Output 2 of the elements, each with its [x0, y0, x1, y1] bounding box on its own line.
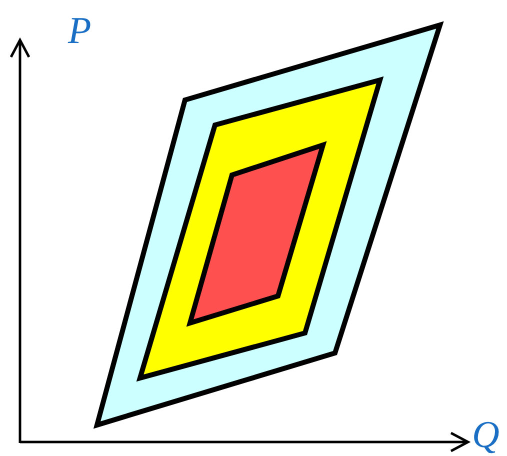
axis-label: P	[68, 12, 92, 50]
axis-label: Q	[472, 416, 500, 454]
